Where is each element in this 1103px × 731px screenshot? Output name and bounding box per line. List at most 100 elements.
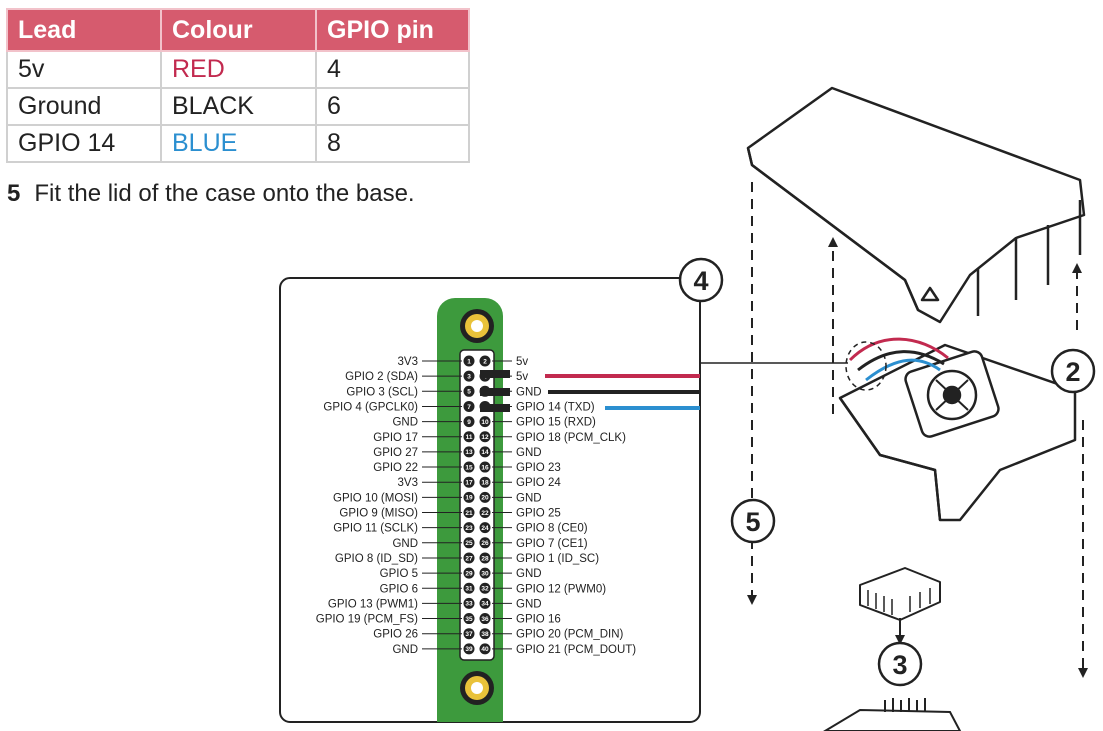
pin-number-31: 31	[465, 586, 473, 593]
gpio-pin-17	[463, 476, 475, 488]
pin-number-37: 37	[465, 631, 473, 638]
fan-wire-red	[848, 337, 949, 362]
pin-label-right: GPIO 20 (PCM_DIN)	[516, 629, 624, 641]
pin-number-33: 33	[465, 601, 473, 608]
cell-lead: 5v	[6, 50, 162, 89]
board-header-pins	[884, 698, 926, 712]
callout-3: 3	[877, 641, 923, 687]
callout-2: 2	[1050, 348, 1096, 394]
gpio-pin-26	[479, 537, 491, 549]
gpio-pin-11	[463, 431, 475, 443]
pin-number-29: 29	[465, 570, 473, 577]
table-header-row: Lead Colour GPIO pin	[6, 8, 470, 52]
pin-label-left: GPIO 17	[373, 432, 418, 444]
pin-label-left: GPIO 22	[373, 462, 418, 474]
pin-number-28: 28	[481, 555, 489, 562]
gpio-pin-39	[463, 643, 475, 655]
jumper-leads	[480, 362, 848, 412]
gpio-pin-33	[463, 597, 475, 609]
gpio-pin-30	[479, 567, 491, 579]
gpio-pin-9	[463, 416, 475, 428]
pin-label-left: GND	[392, 538, 418, 550]
pin-label-right: GPIO 14 (TXD)	[516, 401, 595, 413]
gpio-pin-38	[479, 628, 491, 640]
cell-lead: GPIO 14	[6, 124, 162, 163]
pin-number-18: 18	[481, 480, 489, 487]
pin-label-right: GND	[516, 447, 542, 459]
gpio-pin-16	[479, 461, 491, 473]
pin-number-17: 17	[465, 480, 473, 487]
gpio-pin-21	[463, 507, 475, 518]
gpio-pins: 123V35v34GPIO 2 (SDA)5v56GPIO 3 (SCL)GND…	[316, 355, 636, 656]
gpio-pin-29	[463, 567, 475, 579]
pin-number-16: 16	[481, 464, 489, 471]
lid-body	[746, 86, 1086, 324]
gpio-panel: 123V35v34GPIO 2 (SDA)5v56GPIO 3 (SCL)GND…	[279, 277, 701, 723]
pin-label-left: GPIO 13 (PWM1)	[328, 598, 418, 610]
pin-label-right: GPIO 7 (CE1)	[516, 538, 588, 550]
gpio-pin-28	[479, 552, 491, 564]
gpio-pin-34	[479, 597, 491, 609]
pin-label-right: GND	[516, 492, 542, 504]
pin-number-7: 7	[467, 404, 471, 411]
mounting-hole-top-center	[471, 320, 483, 332]
pin-label-left: GPIO 5	[380, 568, 418, 580]
header-colour: Colour	[160, 8, 317, 52]
pin-label-left: GPIO 3 (SCL)	[346, 386, 418, 398]
lead-connector-red	[480, 370, 510, 378]
gpio-pin-18	[479, 476, 491, 488]
pin-number-30: 30	[481, 570, 489, 577]
pin-label-right: GPIO 24	[516, 477, 561, 489]
mounting-hole-bottom-center	[471, 682, 483, 694]
callout-5: 5	[730, 498, 776, 544]
board-edge	[823, 698, 962, 731]
table-row: 5v RED 4	[6, 50, 470, 89]
gpio-pin-13	[463, 446, 475, 458]
gpio-pin-20	[479, 491, 491, 503]
pin-label-right: GPIO 12 (PWM0)	[516, 583, 606, 595]
pin-label-left: 3V3	[398, 477, 418, 489]
callout-4: 4	[678, 257, 724, 303]
pin-number-2: 2	[483, 358, 487, 365]
cell-pin: 6	[315, 87, 470, 126]
pin-number-15: 15	[465, 464, 473, 471]
pin-label-right: GND	[516, 568, 542, 580]
callout-4-label: 4	[693, 266, 708, 296]
pin-label-right: GND	[516, 386, 542, 398]
gpio-pin-27	[463, 552, 475, 564]
pin-label-left: GPIO 6	[380, 583, 418, 595]
pin-number-12: 12	[481, 434, 489, 441]
pin-label-right: GPIO 15 (RXD)	[516, 417, 596, 429]
pin-number-24: 24	[481, 525, 489, 532]
gpio-pin-7	[463, 400, 475, 412]
pin-number-34: 34	[481, 601, 489, 608]
lid-triangle-mark	[920, 286, 940, 302]
pin-number-36: 36	[481, 616, 489, 623]
table-row: Ground BLACK 6	[6, 87, 470, 126]
pin-label-left: GPIO 8 (ID_SD)	[335, 553, 418, 565]
callout-5-label: 5	[745, 507, 760, 537]
case-lid	[746, 86, 1086, 324]
pin-number-35: 35	[465, 616, 473, 623]
pin-number-27: 27	[465, 555, 473, 562]
gpio-pin-36	[479, 613, 491, 625]
pin-label-right: GPIO 21 (PCM_DOUT)	[516, 644, 636, 656]
fan-wire-black	[857, 350, 945, 372]
pin-number-11: 11	[466, 434, 473, 441]
table-row: GPIO 14 BLUE 8	[6, 124, 470, 163]
lead-connector-blue	[480, 404, 510, 412]
pin-number-39: 39	[465, 646, 473, 653]
pin-label-left: 3V3	[398, 356, 418, 368]
gpio-pin-24	[479, 522, 491, 534]
gpio-pin-2	[479, 355, 491, 367]
step-number: 5	[7, 180, 21, 207]
lid-ribs	[976, 200, 1082, 316]
gpio-header-block	[459, 349, 495, 661]
cell-colour: RED	[160, 50, 317, 89]
pin-number-3: 3	[467, 373, 471, 380]
pin-label-right: GPIO 25	[516, 508, 561, 520]
heatsink-body	[859, 567, 941, 621]
pin-label-left: GPIO 4 (GPCLK0)	[323, 401, 418, 413]
